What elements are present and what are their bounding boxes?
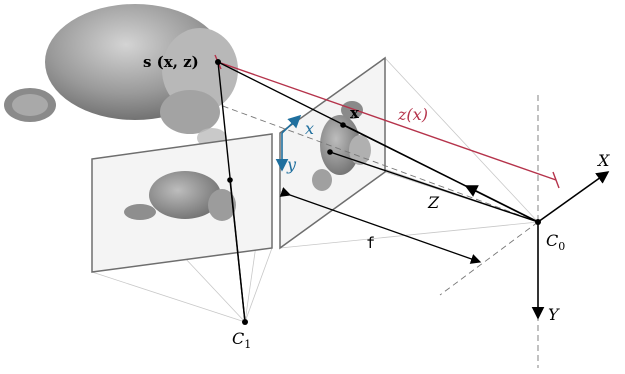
points [215, 59, 541, 325]
camera-c1-subscript: 1 [244, 338, 251, 351]
monkey-icon-c0 [312, 101, 371, 191]
axis-Y-label: Y [548, 305, 560, 324]
camera-c1-label: C1 [232, 329, 251, 351]
camera-c0-label: C0 [546, 231, 565, 253]
camera-c0-subscript: 0 [558, 240, 565, 253]
camera-c1-dot [242, 319, 248, 325]
camera-c0-letter: C [546, 231, 558, 250]
monkey-icon-c1 [124, 171, 236, 221]
image-plane-c1 [91, 133, 273, 273]
focal-length-label: f [366, 234, 375, 252]
camera-c0-dot [535, 219, 541, 225]
depth-label: z(x) [397, 105, 428, 124]
focal-length-arrow [279, 187, 482, 264]
image-point-dot [340, 122, 346, 128]
principal-point-c0-dot [327, 149, 333, 155]
camera-c1-letter: C [232, 329, 244, 348]
axis-Z-label: Z [427, 193, 440, 212]
image-point-label: x [350, 104, 360, 122]
world-axes [464, 171, 610, 320]
image-axes [275, 114, 302, 172]
principal-point-c1-dot [227, 177, 233, 183]
surface-point-dot [215, 59, 221, 65]
dashed-guides [219, 95, 539, 368]
image-axis-y-label: y [286, 155, 297, 174]
surface-point-label: s (x, z) [143, 53, 199, 71]
axis-X-label: X [596, 151, 610, 170]
image-axis-x-label: x [305, 119, 314, 138]
